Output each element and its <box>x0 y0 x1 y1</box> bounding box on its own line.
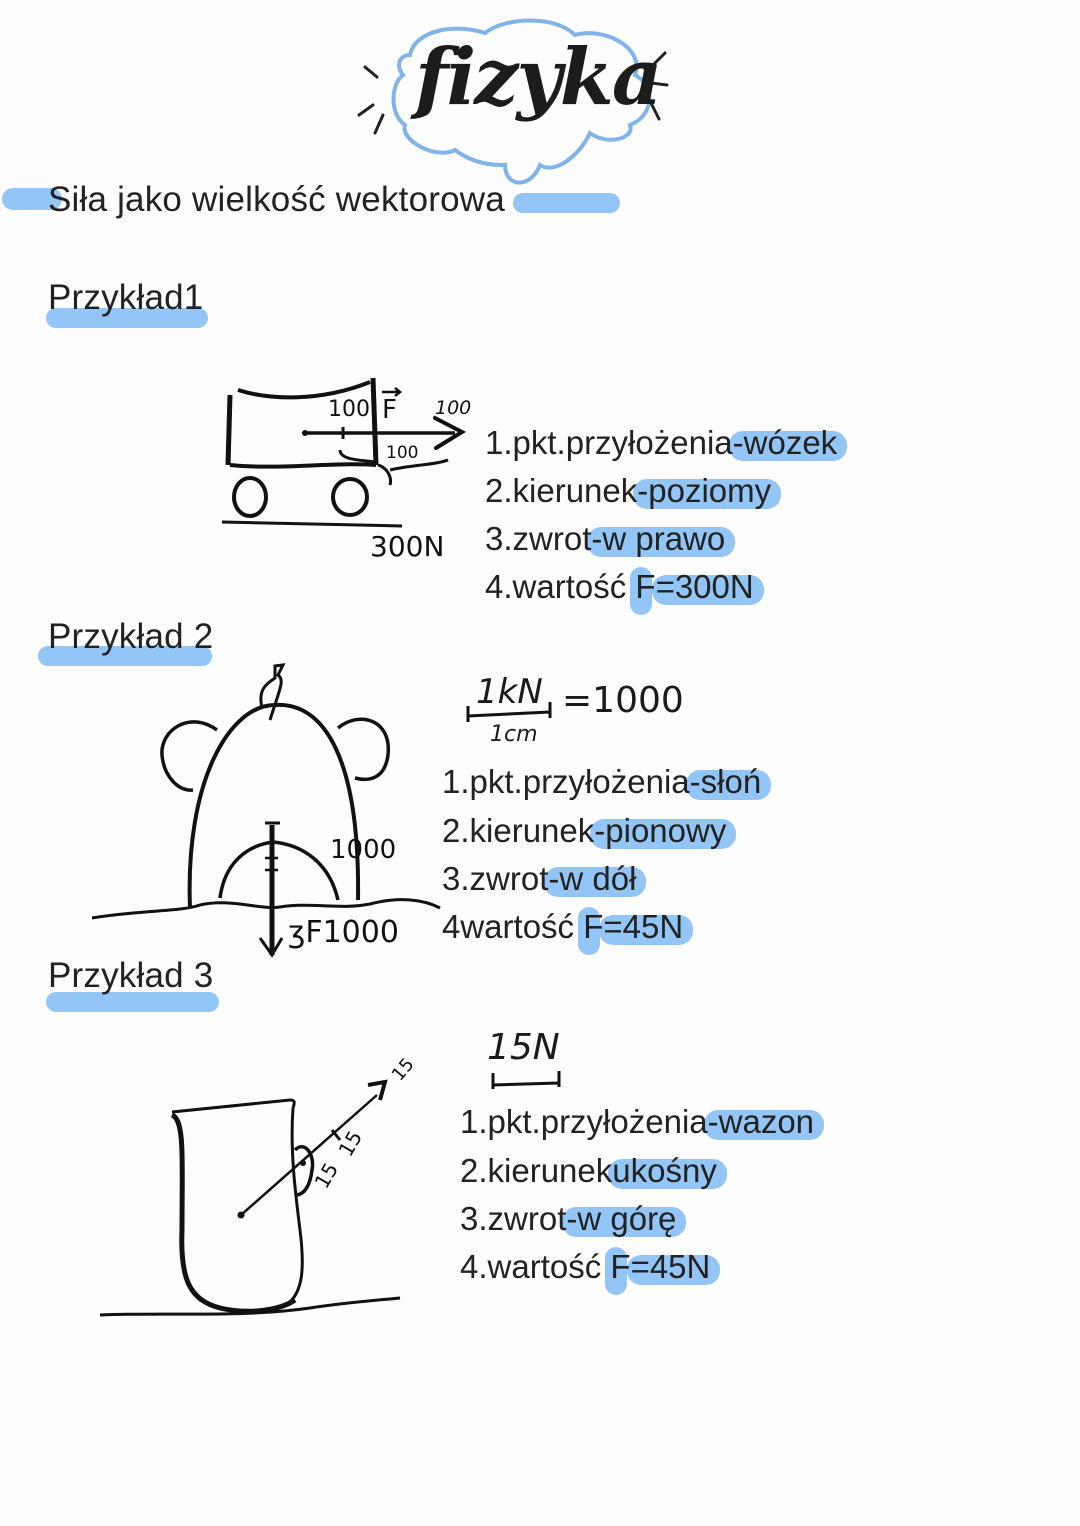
example2-scale: 1kN 1cm =1000 <box>462 670 692 750</box>
topic-heading: Siła jako wielkość wektorowa <box>48 180 505 219</box>
svg-text:ʒF1000: ʒF1000 <box>288 915 399 950</box>
title-block: fizyka <box>355 15 675 190</box>
example2-item-4: 4wartość F=45N <box>442 907 693 955</box>
topic-highlight-left <box>2 188 62 210</box>
example1-item-1: 1.pkt.przyłożenia-wózek <box>485 424 847 461</box>
cart-drawing-icon: 100 F 100 100 300N <box>221 377 471 563</box>
svg-text:15: 15 <box>334 1126 368 1160</box>
example1-item-3: 3.zwrot-w prawo <box>485 520 736 557</box>
example3-item-2: 2.kierunek ukośny <box>460 1152 727 1189</box>
example2-underline <box>38 646 212 666</box>
svg-text:F: F <box>382 395 397 425</box>
topic-highlight-right <box>513 193 620 213</box>
svg-text:300N: 300N <box>370 530 444 563</box>
title-text: fizyka <box>415 32 662 123</box>
scale-bar-icon <box>491 1071 561 1089</box>
example3-item-1: 1.pkt.przyłożenia-wazon <box>460 1103 825 1140</box>
example3-item-4: 4.wartość F=45N <box>460 1247 721 1295</box>
example3-label: Przykład 3 <box>48 956 214 995</box>
example1-underline <box>46 308 208 328</box>
svg-text:1000: 1000 <box>330 835 396 865</box>
example1-item-4: 4.wartość F=300N <box>485 567 764 615</box>
example2-label: Przykład 2 <box>48 617 214 656</box>
example1-label: Przykład1 <box>48 278 204 317</box>
example2-item-2: 2.kierunek-pionowy <box>442 812 737 849</box>
svg-text:15: 15 <box>388 1054 419 1085</box>
elephant-drawing-icon: 1000 ʒF1000 <box>91 663 441 958</box>
example3-item-3: 3.zwrot-w górę <box>460 1200 687 1237</box>
svg-text:100: 100 <box>435 397 471 419</box>
vase-drawing-icon: 15 15 15 <box>99 1054 419 1317</box>
example3-scale: 15N <box>485 1025 585 1095</box>
scale-bar-icon <box>466 702 552 722</box>
cart-label-100a: 100 <box>328 397 370 422</box>
cloud-outline-icon <box>357 18 669 185</box>
example2-item-1: 1.pkt.przyłożenia-słoń <box>442 763 771 800</box>
svg-text:15: 15 <box>310 1158 344 1192</box>
svg-text:100: 100 <box>386 443 418 463</box>
example1-item-2: 2.kierunek-poziomy <box>485 472 782 509</box>
example2-item-3: 3.zwrot-w dół <box>442 860 647 897</box>
example3-underline <box>46 992 219 1012</box>
